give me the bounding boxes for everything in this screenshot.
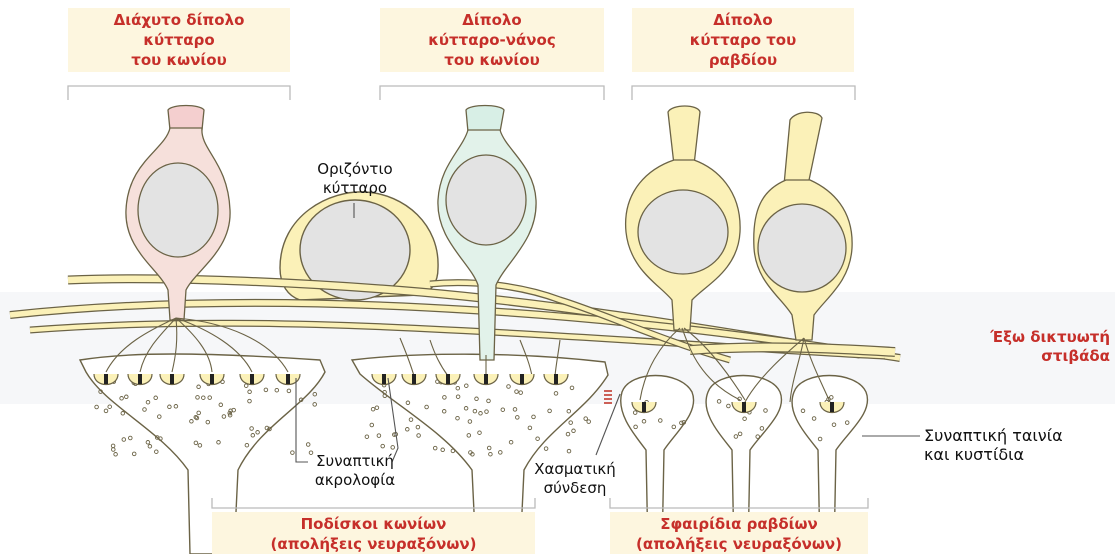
label-line: Οριζόντιο xyxy=(290,160,420,179)
label-line: του κωνίου xyxy=(68,50,290,70)
horizontal-cell-label: Οριζόντιο κύτταρο xyxy=(290,160,420,198)
label-line: και κυστίδια xyxy=(924,445,1104,464)
top-brackets xyxy=(68,86,855,100)
synaptic-ribbon xyxy=(484,374,488,384)
vesicle xyxy=(370,423,374,427)
synaptic-ribbon xyxy=(170,374,174,384)
vesicle xyxy=(584,417,588,421)
synaptic-ribbon xyxy=(446,374,450,384)
synaptic-ribbon xyxy=(742,402,746,412)
label-line: Ποδίσκοι κωνίων xyxy=(212,514,535,534)
synaptic-ribbon xyxy=(250,374,254,384)
label-line: Δίπολο xyxy=(380,10,604,30)
vesicle xyxy=(121,412,125,416)
midget-bipolar-nucleus xyxy=(446,155,526,245)
vesicle xyxy=(417,434,421,438)
vesicle xyxy=(111,444,115,448)
vesicle xyxy=(381,444,385,448)
label-line: (απολήξεις νευραξόνων) xyxy=(610,534,868,554)
label-rod-bipolar: Δίπολο κύτταρο του ραβδίου xyxy=(632,8,854,72)
vesicle xyxy=(377,434,381,438)
vesicle xyxy=(409,418,413,422)
label-line: Δίπολο xyxy=(632,10,854,30)
label-midget-bipolar: Δίπολο κύτταρο-νάνος του κωνίου xyxy=(380,8,604,72)
vesicle xyxy=(104,409,108,413)
label-line: Συναπτική xyxy=(300,452,410,471)
vesicle xyxy=(155,450,159,454)
bottom-brackets xyxy=(212,498,868,508)
vesicle xyxy=(587,420,591,424)
vesicle xyxy=(365,435,369,439)
rod-bipolar-1-nucleus xyxy=(638,190,728,274)
vesicle xyxy=(375,406,379,410)
synaptic-ribbon-label: Συναπτική ταινία και κυστίδια xyxy=(924,426,1104,464)
diffuse-bipolar-nucleus xyxy=(138,163,218,257)
rod-bipolar-1-dendrite xyxy=(668,106,700,165)
label-line: Συναπτική ταινία xyxy=(924,426,1104,445)
vesicle xyxy=(146,441,150,445)
vesicle xyxy=(441,448,445,452)
synaptic-ridge-label: Συναπτική ακρολοφία xyxy=(300,452,410,490)
label-line: Σφαιρίδια ραβδίων xyxy=(610,514,868,534)
vesicle xyxy=(148,445,152,449)
vesicle xyxy=(391,446,395,450)
label-line: Χασματική xyxy=(520,460,630,479)
rod-bipolar-2-nucleus xyxy=(758,204,846,292)
gap-junction-label: Χασματική σύνδεση xyxy=(520,460,630,498)
synaptic-ribbon xyxy=(382,374,386,384)
label-line: κύτταρο του xyxy=(632,30,854,50)
label-line: Διάχυτο δίπολο xyxy=(68,10,290,30)
label-line: (απολήξεις νευραξόνων) xyxy=(212,534,535,554)
vesicle xyxy=(114,453,118,457)
label-line: ακρολοφία xyxy=(300,471,410,490)
label-rod-spherules: Σφαιρίδια ραβδίων (απολήξεις νευραξόνων) xyxy=(610,512,868,554)
label-line: ραβδίου xyxy=(632,50,854,70)
vesicle xyxy=(544,447,548,451)
label-line: Έξω δικτυωτή xyxy=(960,328,1110,347)
synaptic-ribbon xyxy=(412,374,416,384)
synaptic-ribbon xyxy=(138,374,142,384)
vesicle xyxy=(406,428,410,432)
vesicle xyxy=(112,448,116,452)
synaptic-ribbon xyxy=(830,402,834,412)
synaptic-ribbon xyxy=(642,402,646,412)
rod-bipolar-2-dendrite xyxy=(784,112,822,185)
outer-plexiform-label: Έξω δικτυωτή στιβάδα xyxy=(960,328,1110,366)
label-line: του κωνίου xyxy=(380,50,604,70)
vesicle xyxy=(129,436,133,440)
synaptic-ribbon xyxy=(104,374,108,384)
vesicle xyxy=(451,449,455,453)
vesicle xyxy=(291,451,295,455)
vesicle xyxy=(108,405,112,409)
synaptic-ribbon xyxy=(520,374,524,384)
label-line: στιβάδα xyxy=(960,347,1110,366)
vesicle xyxy=(306,443,310,447)
vesicle xyxy=(95,405,99,409)
label-diffuse-bipolar: Διάχυτο δίπολο κύτταρο του κωνίου xyxy=(68,8,290,72)
vesicle xyxy=(572,429,576,433)
vesicle xyxy=(433,446,437,450)
label-cone-pedicles: Ποδίσκοι κωνίων (απολήξεις νευραξόνων) xyxy=(212,512,535,554)
label-line: σύνδεση xyxy=(520,479,630,498)
vesicle xyxy=(567,449,571,453)
vesicle xyxy=(371,407,375,411)
synaptic-ribbon xyxy=(286,374,290,384)
label-line: κύτταρο xyxy=(68,30,290,50)
vesicle xyxy=(569,421,573,425)
label-line: κύτταρο xyxy=(290,179,420,198)
synaptic-ribbon xyxy=(554,374,558,384)
vesicle xyxy=(132,452,136,456)
vesicle xyxy=(416,425,420,429)
vesicle xyxy=(122,438,126,442)
vesicle xyxy=(566,432,570,436)
diffuse-bipolar-dendrite xyxy=(168,106,204,131)
synaptic-ribbon xyxy=(210,374,214,384)
label-line: κύτταρο-νάνος xyxy=(380,30,604,50)
midget-bipolar-dendrite xyxy=(466,106,504,133)
